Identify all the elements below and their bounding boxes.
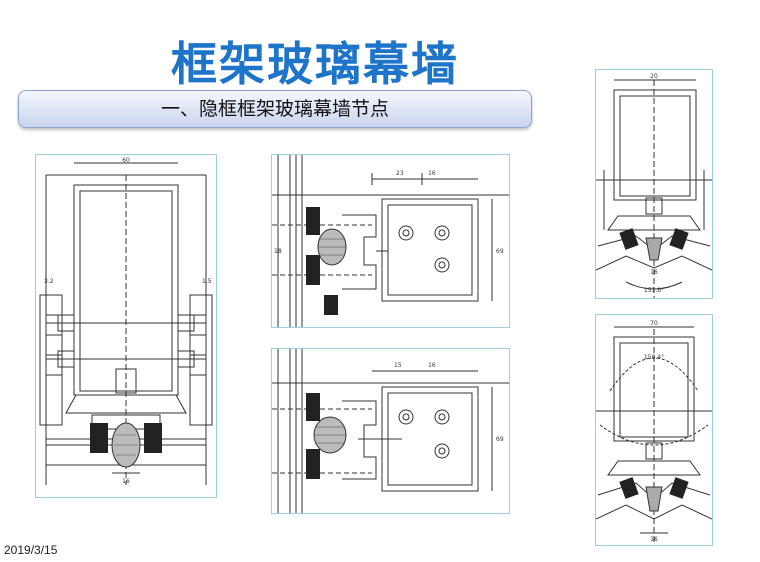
- subtitle-bar: 一、隐框框架玻璃幕墙节点: [18, 90, 532, 128]
- right-top-svg: 20 16 151.6°: [596, 73, 712, 298]
- mid-top-dim-a: 23: [396, 170, 404, 177]
- mid-bottom-dim-right: 69: [496, 436, 504, 443]
- drawing-right-bottom-node: 70 150.4° 16: [595, 314, 713, 546]
- right-bottom-dim-top: 70: [650, 320, 658, 327]
- slide-title: 框架玻璃幕墙: [171, 37, 459, 91]
- mid-bottom-svg: 15 16 69: [272, 349, 509, 513]
- mid-top-dim-right: 69: [496, 248, 504, 255]
- mid-top-dim-side: 18: [274, 248, 282, 255]
- mid-bottom-dim-b: 16: [428, 362, 436, 369]
- drawing-left-node: 60 3.2 1.5 16: [35, 154, 217, 498]
- drawing-right-top-node: 20 16 151.6°: [595, 69, 713, 299]
- mid-bottom-dim-a: 15: [394, 362, 402, 369]
- subtitle-text: 一、隐框框架玻璃幕墙节点: [160, 98, 389, 120]
- left-dim-left: 3.2: [44, 278, 54, 285]
- slide-date: 2019/3/15: [4, 543, 58, 557]
- drawing-middle-bottom-node: 15 16 69: [271, 348, 510, 514]
- right-bottom-svg: 70 150.4° 16: [596, 320, 712, 545]
- left-node-svg: 60 3.2 1.5 16: [39, 157, 213, 485]
- right-top-angle: 151.6°: [644, 287, 664, 294]
- left-dim-right: 1.5: [202, 278, 212, 285]
- drawing-middle-top-node: 23 16 18 69: [271, 154, 510, 328]
- mid-top-dim-b: 16: [428, 170, 436, 177]
- left-dim-bottom: 16: [122, 478, 130, 485]
- right-bottom-angle: 150.4°: [644, 354, 664, 361]
- left-dim-top: 60: [122, 157, 130, 164]
- right-bottom-dim-bottom: 16: [650, 536, 658, 543]
- mid-top-svg: 23 16 18 69: [272, 155, 509, 327]
- right-top-dim-bottom: 16: [650, 269, 658, 276]
- right-top-dim-top: 20: [650, 73, 658, 80]
